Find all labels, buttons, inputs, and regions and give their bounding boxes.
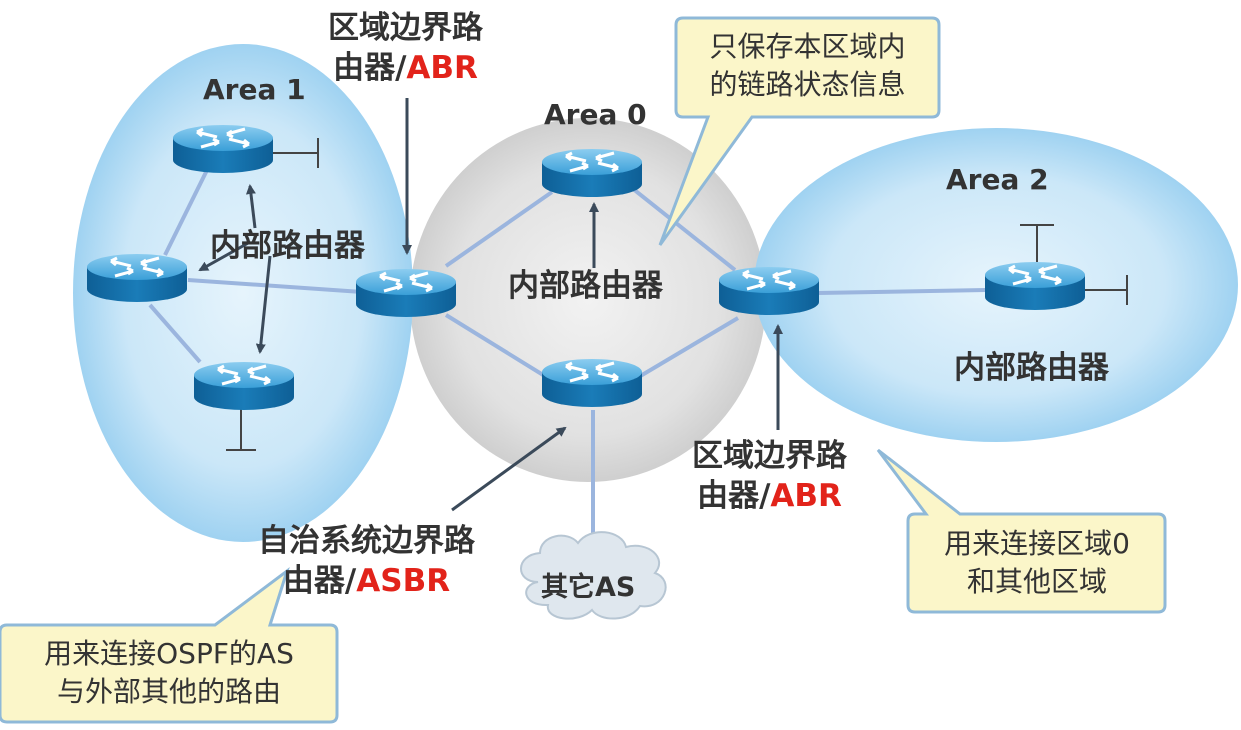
asbr-acronym: ASBR bbox=[356, 563, 451, 599]
links bbox=[148, 159, 987, 548]
router-asbr bbox=[540, 357, 644, 409]
area1-label: Area 1 bbox=[203, 73, 306, 106]
link-r1b-r1c bbox=[148, 303, 202, 364]
router-area2 bbox=[983, 260, 1087, 312]
stub-networks bbox=[226, 138, 1128, 451]
router-area0-top bbox=[540, 147, 644, 199]
abr-top-acronym: ABR bbox=[406, 50, 478, 86]
asbr-prefix: 由器/ bbox=[282, 563, 357, 599]
internal-router-area0-label: 内部路由器 bbox=[508, 268, 663, 304]
abr-bottom-line2: 由器/ABR bbox=[692, 476, 847, 516]
cloud-label: 其它AS bbox=[541, 572, 636, 603]
router-area1-bottom bbox=[192, 360, 296, 412]
arrow-internal-to-r1b bbox=[198, 240, 251, 272]
link-asbr-abr2 bbox=[635, 316, 740, 380]
asbr-label: 自治系统边界路 由器/ASBR bbox=[258, 521, 475, 601]
callout-left-line1: 用来连接OSPF的AS bbox=[44, 637, 294, 670]
callout-top-line2: 的链路状态信息 bbox=[709, 68, 906, 101]
callout-right-text: 用来连接区域0 和其他区域 bbox=[912, 525, 1162, 601]
external-as-cloud bbox=[520, 531, 667, 620]
abr-top-label: 区域边界路 由器/ABR bbox=[328, 8, 483, 88]
abr-bottom-line1: 区域边界路 bbox=[692, 438, 847, 474]
asbr-line1: 自治系统边界路 bbox=[258, 523, 475, 559]
abr-bottom-label: 区域边界路 由器/ABR bbox=[692, 436, 847, 516]
link-r0top-abr2 bbox=[630, 186, 737, 272]
arrow-internal-to-r1c bbox=[255, 255, 272, 354]
callout-right-box bbox=[876, 448, 1167, 614]
internal-router-area1-label: 内部路由器 bbox=[210, 228, 365, 264]
callout-top-box bbox=[658, 16, 941, 246]
arrow-internal-to-r1a bbox=[245, 184, 257, 229]
link-abr1-asbr bbox=[444, 313, 550, 380]
router-area1-left bbox=[85, 252, 189, 304]
area0-label: Area 0 bbox=[544, 98, 647, 131]
link-abr1-r0top bbox=[444, 190, 554, 268]
abr-top-line1: 区域边界路 bbox=[328, 10, 483, 46]
callout-left-box bbox=[0, 567, 339, 724]
abr-bottom-acronym: ABR bbox=[770, 478, 842, 514]
internal-router-area2-label: 内部路由器 bbox=[954, 350, 1109, 386]
router-abr-right bbox=[717, 265, 821, 317]
arrow-asbr bbox=[451, 426, 567, 512]
router-area1-top bbox=[171, 123, 275, 175]
callout-top-line1: 只保存本区域内 bbox=[709, 30, 906, 63]
abr-bottom-prefix: 由器/ bbox=[697, 478, 771, 514]
callout-right-line2: 和其他区域 bbox=[966, 565, 1107, 598]
callout-left-text: 用来连接OSPF的AS 与外部其他的路由 bbox=[4, 635, 334, 711]
router-abr-left bbox=[354, 267, 458, 319]
callout-right-line1: 用来连接区域0 bbox=[944, 527, 1130, 560]
abr-top-line2: 由器/ABR bbox=[328, 48, 483, 88]
link-abr2-r2 bbox=[817, 288, 987, 295]
link-r1a-r1b bbox=[163, 159, 214, 256]
area1-region bbox=[73, 44, 413, 542]
link-r1b-abr1 bbox=[187, 278, 363, 294]
area2-label: Area 2 bbox=[946, 163, 1049, 196]
asbr-line2: 由器/ASBR bbox=[258, 561, 475, 601]
callout-left-line2: 与外部其他的路由 bbox=[56, 675, 281, 708]
abr-top-prefix: 由器/ bbox=[333, 50, 407, 86]
callout-top-text: 只保存本区域内 的链路状态信息 bbox=[680, 28, 935, 104]
